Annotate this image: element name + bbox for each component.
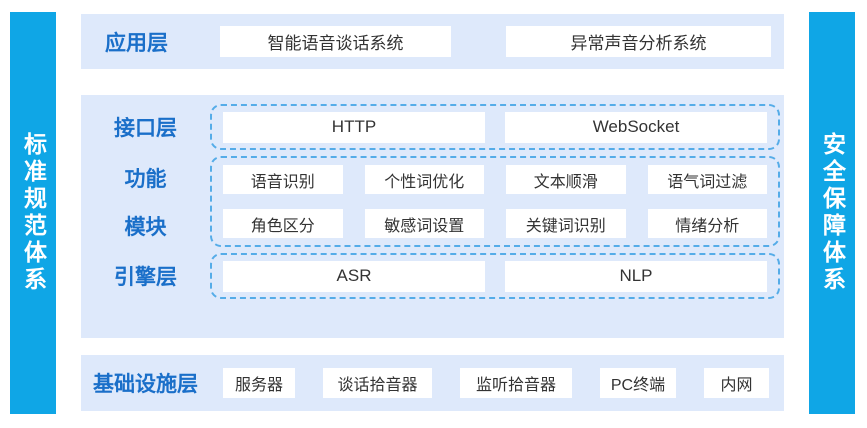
engine-layer-row: 引擎层 ASR NLP <box>81 253 784 299</box>
func-box-speech-recognition: 语音识别 <box>223 165 343 194</box>
platform-layers-section: 接口层 HTTP WebSocket 功能 模块 语音识别 个性词优化 文本顺滑… <box>81 95 784 338</box>
module-label: 模块 <box>124 215 167 239</box>
infra-box-intranet: 内网 <box>704 368 769 398</box>
engine-layer-group: ASR NLP <box>210 253 780 299</box>
engine-layer-label: 引擎层 <box>114 266 177 289</box>
function-row-2: 角色区分 敏感词设置 关键词识别 情绪分析 <box>223 209 767 238</box>
interface-layer-group: HTTP WebSocket <box>210 104 780 150</box>
interface-layer-row: 接口层 HTTP WebSocket <box>81 104 784 150</box>
func-box-emotion-analysis: 情绪分析 <box>647 209 767 238</box>
engine-box-asr: ASR <box>223 260 485 292</box>
engine-box-nlp: NLP <box>505 260 767 292</box>
interface-layer-label: 接口层 <box>114 117 177 140</box>
left-pillar-label: 标准规范体系 <box>20 132 47 294</box>
infra-box-server: 服务器 <box>223 368 295 398</box>
function-label: 功能 <box>124 167 167 191</box>
infra-box-pc-terminal: PC终端 <box>600 368 676 398</box>
right-pillar-label: 安全保障体系 <box>819 132 846 294</box>
app-box-abnormal-sound-analysis-system: 异常声音分析系统 <box>506 26 771 57</box>
application-layer-section: 应用层 智能语音谈话系统 异常声音分析系统 <box>81 14 784 69</box>
func-box-text-smoothing: 文本顺滑 <box>506 165 626 194</box>
left-pillar-standards: 标准规范体系 <box>10 12 56 414</box>
func-box-keyword-recognition: 关键词识别 <box>506 209 626 238</box>
app-box-voice-conversation-system: 智能语音谈话系统 <box>220 26 451 57</box>
infrastructure-layer-section: 基础设施层 服务器 谈话拾音器 监听拾音器 PC终端 内网 <box>81 355 784 411</box>
interface-box-http: HTTP <box>223 111 485 143</box>
infra-box-monitoring-microphone: 监听拾音器 <box>460 368 572 398</box>
function-module-row: 功能 模块 语音识别 个性词优化 文本顺滑 语气词过滤 角色区分 敏感词设置 关… <box>81 156 784 247</box>
func-box-sensitive-word-settings: 敏感词设置 <box>364 209 484 238</box>
right-pillar-security: 安全保障体系 <box>809 12 855 414</box>
interface-box-websocket: WebSocket <box>505 111 767 143</box>
function-module-group: 语音识别 个性词优化 文本顺滑 语气词过滤 角色区分 敏感词设置 关键词识别 情… <box>210 156 780 247</box>
function-row-1: 语音识别 个性词优化 文本顺滑 语气词过滤 <box>223 165 767 194</box>
infrastructure-boxes: 服务器 谈话拾音器 监听拾音器 PC终端 内网 <box>223 368 769 398</box>
infrastructure-layer-label: 基础设施层 <box>93 373 198 396</box>
func-box-filler-word-filtering: 语气词过滤 <box>647 165 767 194</box>
func-box-role-separation: 角色区分 <box>223 209 343 238</box>
application-layer-label: 应用层 <box>105 31 168 55</box>
infra-box-conversation-microphone: 谈话拾音器 <box>323 368 432 398</box>
func-box-personalized-word-optimization: 个性词优化 <box>364 165 484 194</box>
